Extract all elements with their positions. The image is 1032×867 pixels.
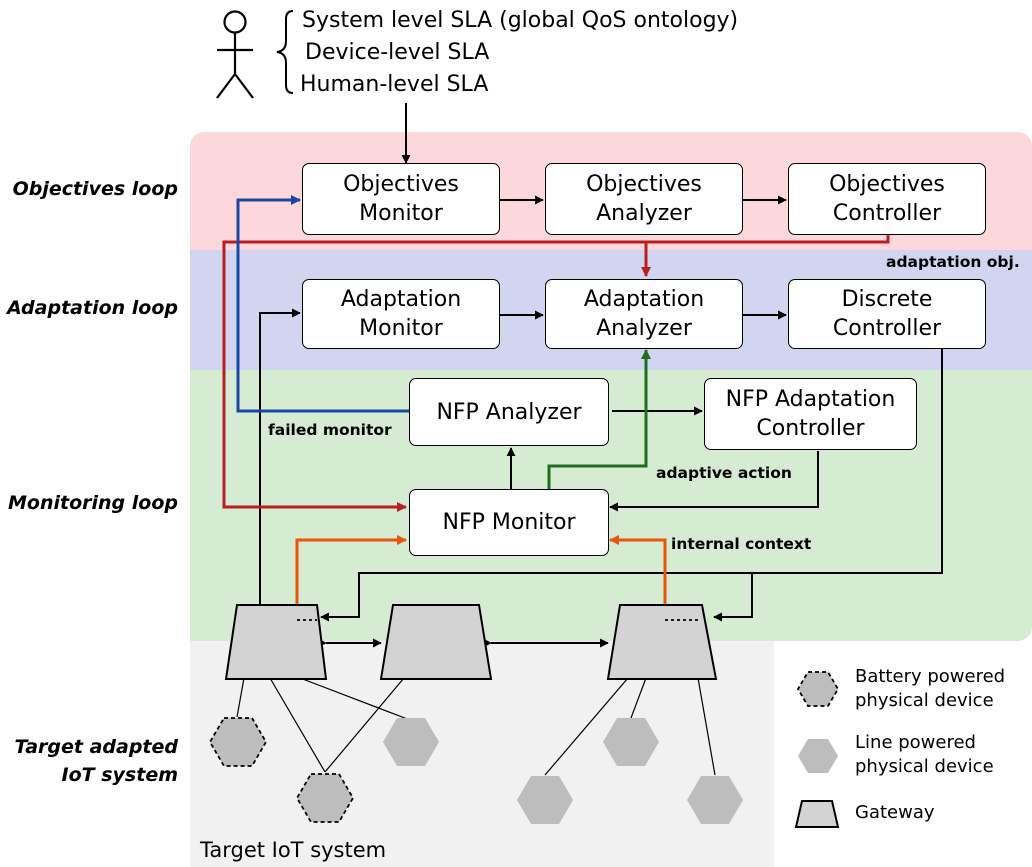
adaptation-obj-label: adaptation obj. (886, 253, 1020, 271)
legend-battery-label: Battery powered physical device (855, 665, 1005, 713)
objectives-analyzer-line-2: Analyzer (596, 201, 692, 226)
monitoring-loop-label: Monitoring loop (8, 492, 178, 514)
objectives-monitor-line-2: Monitor (359, 201, 443, 226)
discrete-controller-to-gateways-arrow (320, 348, 943, 622)
sla-human-level: Human-level SLA (300, 72, 489, 97)
battery-device-icon (295, 773, 355, 823)
legend-line-label: Line powered physical device (855, 731, 994, 779)
nfp-adaptation-controller-line-2: Controller (756, 416, 865, 441)
gateway-2 (379, 604, 493, 680)
adaptation-analyzer-line-2: Analyzer (596, 316, 692, 341)
internal-context-arrow-left (295, 535, 407, 605)
legend-gateway-icon (794, 800, 840, 828)
failed-monitor-arrow (236, 195, 409, 413)
objectives-loop-label: Objectives loop (12, 178, 178, 200)
nfp-analyzer-box: NFP Analyzer (409, 378, 609, 446)
gateway-3 (606, 604, 718, 680)
target-loop-label: Target adapted IoT system (0, 733, 179, 789)
adaptation-loop-label: Adaptation loop (6, 297, 178, 319)
objectives-analyzer-line-1: Objectives (586, 172, 702, 197)
sla-brace-icon (276, 10, 294, 94)
device-links (236, 677, 716, 776)
internal-context-arrow-right (609, 535, 667, 605)
nfp-adaptation-controller-line-1: NFP Adaptation (725, 387, 896, 412)
adaptation-analyzer-line-1: Adaptation (583, 287, 705, 312)
legend-battery-line-2: physical device (855, 690, 994, 711)
objectives-controller-line-1: Objectives (829, 172, 945, 197)
line-device-icon (603, 718, 659, 766)
line-device-icon (517, 776, 573, 824)
target-loop-label-line-1: Target adapted (14, 736, 179, 758)
discrete-controller-to-gateway-3-arrow (713, 573, 753, 622)
failed-monitor-label: failed monitor (268, 421, 392, 439)
objectives-controller-line-2: Controller (832, 201, 942, 226)
adaptation-objectives-arrow (222, 235, 890, 512)
nfp-analyzer-line-1: NFP Analyzer (436, 399, 582, 425)
gateway-to-adaptation-monitor-arrow (259, 308, 301, 604)
target-iot-system-caption: Target IoT system (200, 838, 387, 862)
line-device-icon (687, 776, 743, 824)
gateway-1 (224, 604, 328, 680)
legend-battery-device-icon (796, 671, 840, 707)
nfp-controller-to-monitor-arrow (609, 451, 819, 512)
discrete-controller-line-1: Discrete (841, 287, 933, 312)
line-device-icon (383, 718, 439, 766)
internal-context-label: internal context (671, 535, 812, 553)
legend-line-line-2: physical device (855, 756, 994, 777)
objectives-monitor-line-1: Objectives (343, 172, 459, 197)
nfp-monitor-box: NFP Monitor (409, 489, 609, 556)
legend-battery-line-1: Battery powered (855, 666, 1006, 687)
adaptive-action-label: adaptive action (656, 464, 792, 482)
nfp-monitor-line-1: NFP Monitor (442, 510, 576, 535)
sla-device-level: Device-level SLA (305, 40, 490, 65)
legend-line-device-icon (798, 739, 838, 773)
legend-gateway-label: Gateway (855, 802, 935, 823)
discrete-controller-line-2: Controller (832, 316, 942, 341)
adaptation-monitor-line-1: Adaptation (340, 287, 462, 312)
legend-line-line-1: Line powered (855, 732, 976, 753)
adaptive-action-arrow (547, 349, 651, 489)
human-user-icon (216, 10, 254, 99)
battery-device-icon (208, 717, 268, 767)
adaptation-monitor-line-2: Monitor (359, 316, 443, 341)
sla-system-level: System level SLA (global QoS ontology) (302, 8, 739, 33)
target-loop-label-line-2: IoT system (61, 764, 178, 786)
